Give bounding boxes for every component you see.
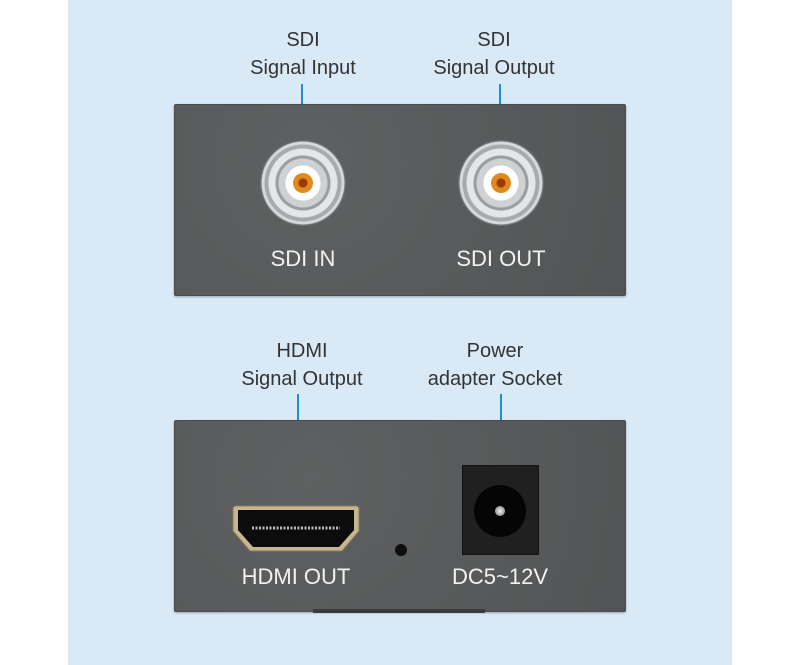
panel-bottom-edge (313, 609, 485, 613)
callout-power-socket: Power adapter Socket (395, 337, 595, 393)
callout-line2: adapter Socket (427, 368, 563, 390)
callout-line2: Signal Output (241, 368, 363, 390)
hdmi-port-icon (232, 505, 360, 552)
status-led-hole (395, 544, 407, 556)
dc-voltage-label: DC5~12V (451, 564, 548, 589)
callout-sdi-input: SDI Signal Input (203, 26, 403, 82)
callout-line2: Signal Output (433, 57, 555, 79)
callout-line1: SDI (286, 29, 320, 51)
sdi-out-label: SDI OUT (456, 246, 546, 271)
callout-line2: Signal Input (250, 57, 356, 79)
callout-line1: Power (466, 340, 524, 362)
callout-hdmi-output: HDMI Signal Output (202, 337, 402, 393)
front-panel (174, 104, 626, 296)
sdi-in-label: SDI IN (270, 246, 336, 271)
callout-line1: SDI (477, 29, 511, 51)
hdmi-out-label: HDMI OUT (241, 564, 351, 589)
sdi-out-connector-icon (458, 140, 544, 226)
sdi-in-connector-icon (260, 140, 346, 226)
callout-line1: HDMI (276, 340, 328, 362)
dc-power-jack-icon (462, 465, 539, 555)
callout-sdi-output: SDI Signal Output (394, 26, 594, 82)
